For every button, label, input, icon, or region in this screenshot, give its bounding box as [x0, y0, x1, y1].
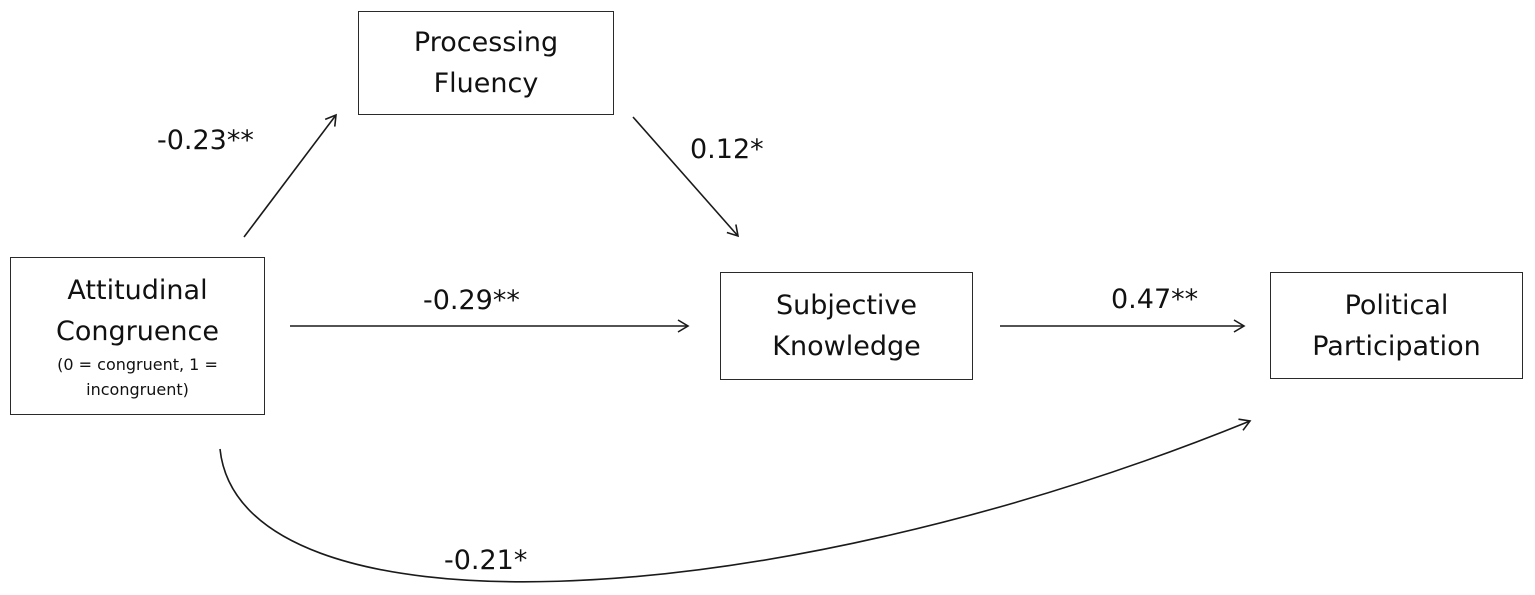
attitudinal-congruence-label-line-1: Attitudinal [67, 275, 208, 306]
coefficient-congruence-to-participation: -0.21* [444, 545, 528, 576]
attitudinal-congruence-box: Attitudinal Congruence (0 = congruent, 1… [10, 257, 265, 415]
subjective-knowledge-label-line-1: Subjective [775, 290, 918, 321]
political-participation-label-line-1: Political [1344, 289, 1449, 321]
processing-fluency-box: Processing Fluency [358, 11, 614, 115]
arrow-fluency-to-knowledge [632, 116, 740, 238]
attitudinal-congruence-coding-note-line-1: (0 = congruent, 1 = [57, 355, 218, 374]
coefficient-congruence-to-fluency: -0.23** [157, 125, 254, 156]
arrow-congruence-to-participation [219, 418, 1252, 583]
subjective-knowledge-label-line-2: Knowledge [772, 331, 921, 362]
political-participation-box: Political Participation [1270, 272, 1523, 379]
coefficient-fluency-to-knowledge: 0.12* [690, 134, 764, 165]
processing-fluency-label-line-2: Fluency [433, 68, 539, 99]
political-participation-label-line-2: Participation [1312, 330, 1481, 362]
attitudinal-congruence-label-line-2: Congruence [55, 316, 219, 347]
attitudinal-congruence-coding-note-line-2: incongruent) [86, 380, 189, 399]
coefficient-knowledge-to-participation: 0.47** [1111, 284, 1199, 315]
arrow-congruence-to-fluency [243, 113, 337, 238]
processing-fluency-label-line-1: Processing [413, 27, 559, 58]
subjective-knowledge-box: Subjective Knowledge [720, 272, 973, 380]
coefficient-congruence-to-knowledge: -0.29** [423, 285, 520, 316]
